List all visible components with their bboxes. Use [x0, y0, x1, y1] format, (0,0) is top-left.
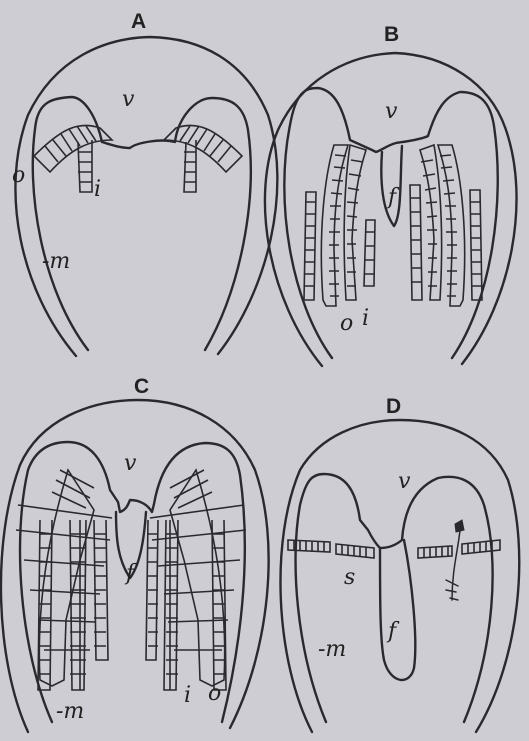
- panel-c-label-o: o: [208, 681, 221, 706]
- panel-d: D v s f -m: [280, 395, 519, 732]
- panel-a-label-m: -m: [42, 249, 70, 274]
- panel-c-right-gill: [146, 470, 246, 690]
- panel-d-left-septum: [288, 540, 374, 558]
- panel-b-label-v: v: [385, 99, 398, 124]
- panel-b-left-gill-outer: [304, 145, 348, 306]
- panel-b-label-o: o: [340, 311, 353, 336]
- panel-a-label-v: v: [122, 87, 135, 112]
- panel-b: B v f o i: [265, 23, 517, 366]
- panel-a: A v o i -m: [12, 10, 277, 356]
- panel-a-title: A: [131, 10, 146, 33]
- panel-a-label-o: o: [12, 163, 25, 188]
- panel-a-label-i: i: [94, 177, 101, 202]
- panel-b-label-f: f: [386, 185, 400, 210]
- panel-b-left-gill-inner: [344, 145, 375, 300]
- panel-c-title: C: [134, 375, 149, 398]
- panel-d-label-f: f: [386, 619, 400, 644]
- panel-b-title: B: [384, 23, 399, 46]
- panel-d-outer-mantle: [280, 420, 519, 732]
- panel-d-label-m: -m: [318, 637, 346, 662]
- panel-c-label-m: -m: [56, 699, 84, 724]
- panel-d-foot: [380, 540, 415, 680]
- panel-a-outer-mantle: [15, 37, 277, 356]
- panel-d-inner-mantle: [296, 474, 493, 722]
- panel-b-label-i: i: [362, 306, 369, 331]
- panel-d-title: D: [386, 395, 401, 418]
- panel-c-label-v: v: [124, 451, 137, 476]
- panel-d-label-s: s: [344, 565, 355, 590]
- panel-d-label-v: v: [398, 469, 411, 494]
- panel-b-right-gill-outer: [438, 145, 482, 306]
- panel-c-label-i: i: [184, 683, 191, 708]
- panel-b-right-gill-inner: [410, 145, 442, 300]
- panel-c: C v f i o -m: [1, 375, 269, 732]
- panel-d-sprout-mark: [446, 520, 464, 600]
